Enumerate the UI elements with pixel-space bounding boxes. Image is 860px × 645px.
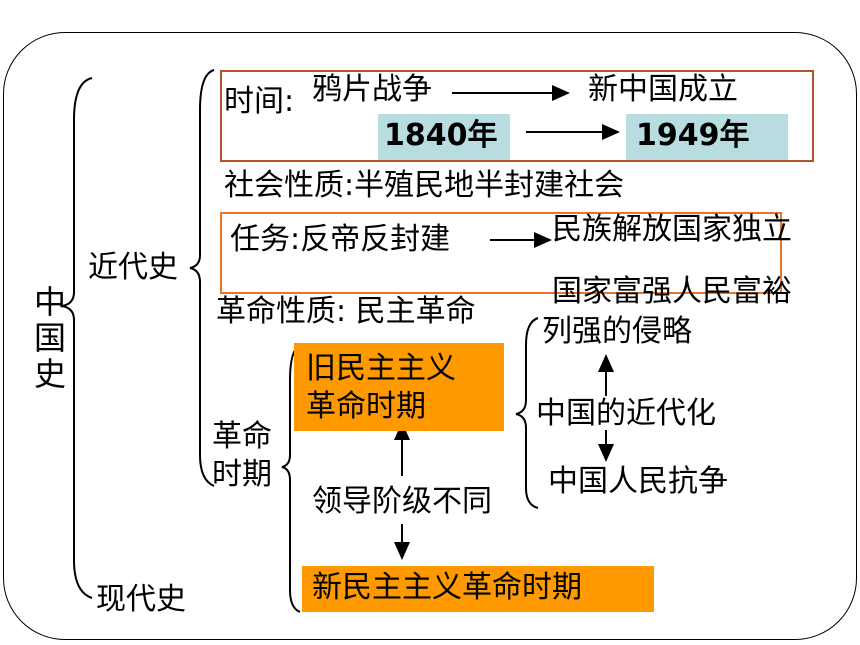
brace-modern xyxy=(189,69,215,487)
old-period-box xyxy=(294,343,504,431)
brace-threads xyxy=(515,317,539,509)
end-event: 新中国成立 xyxy=(588,72,738,107)
new-period-box xyxy=(302,566,654,612)
leadership-diff: 领导阶级不同 xyxy=(312,484,492,519)
task-label: 任务:反帝反封建 xyxy=(230,222,451,257)
end-year-box xyxy=(626,114,788,160)
thread-struggle: 中国人民抗争 xyxy=(548,464,728,499)
new-period: 新民主主义革命时期 xyxy=(312,570,582,605)
thread-invasion: 列强的侵略 xyxy=(542,314,692,349)
society-nature: 社会性质:半殖民地半封建社会 xyxy=(224,168,625,203)
start-year: 1840年 xyxy=(384,118,498,153)
end-year: 1949年 xyxy=(636,118,750,153)
thread-modernization: 中国的近代化 xyxy=(536,396,716,431)
brace-periods xyxy=(281,344,301,613)
root-label: 中国史 xyxy=(33,283,66,393)
time-label: 时间: xyxy=(224,84,295,119)
brace-root xyxy=(61,77,93,599)
periods-label: 革命 时期 xyxy=(212,419,272,492)
goal-1: 民族解放国家独立 xyxy=(552,212,792,247)
time-box xyxy=(220,70,814,162)
modern-label: 近代史 xyxy=(88,250,178,285)
goal-2: 国家富强人民富裕 xyxy=(552,274,792,309)
start-year-box xyxy=(378,114,510,160)
task-box xyxy=(220,212,782,294)
revolution-nature: 革命性质: 民主革命 xyxy=(216,294,476,329)
start-event: 鸦片战争 xyxy=(312,72,432,107)
outer-frame xyxy=(3,32,857,640)
old-period: 旧民主主义 革命时期 xyxy=(306,351,456,424)
contemporary-label: 现代史 xyxy=(96,582,186,617)
